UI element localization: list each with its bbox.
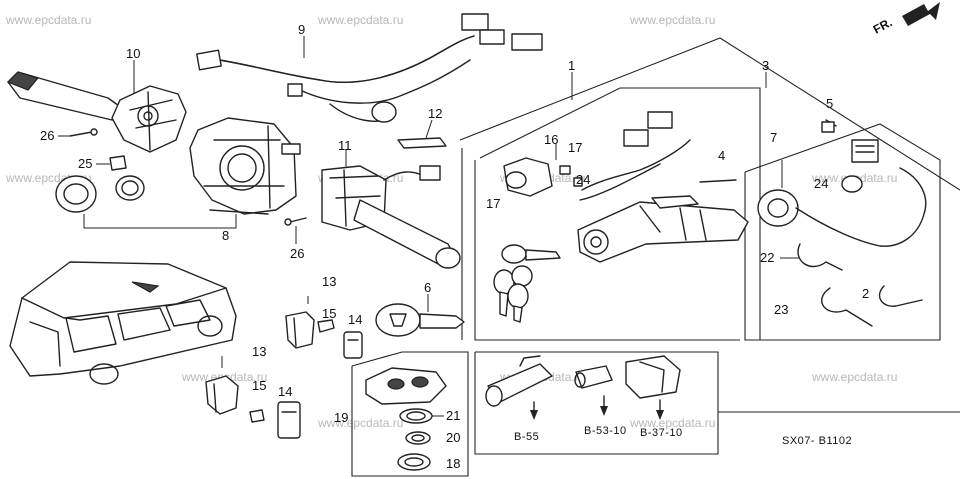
watermark-text: www.epcdata.ru [629, 13, 715, 27]
immobilizer-assembly [757, 119, 927, 327]
callout-number: 21 [446, 408, 460, 423]
front-arrow-icon [902, 2, 940, 26]
callout-number: 17 [568, 140, 582, 155]
callout-number: 26 [290, 246, 304, 261]
watermark-text: www.epcdata.ru [5, 13, 91, 27]
assembly-7-frame [744, 123, 941, 341]
reference-arrow-icon [656, 410, 664, 420]
wiper-switch [321, 150, 461, 269]
key-shell-frame [351, 351, 469, 477]
watermark-text: www.epcdata.ru [317, 13, 403, 27]
reference-code: B-55 [514, 431, 539, 443]
reference-codes: B-55 B-53-10 B-37-10 SX07- B1102 [514, 425, 852, 447]
callout-number: 8 [222, 228, 229, 243]
reference-code: B-53-10 [584, 425, 627, 437]
callout-number: 17 [486, 196, 500, 211]
label-plate [397, 119, 447, 149]
watermark-text: www.epcdata.ru [629, 416, 715, 430]
door-lock-cylinder-upper [285, 296, 363, 359]
callout-number: 14 [348, 312, 362, 327]
callout-number: 18 [446, 456, 460, 471]
reference-arrow-icon [530, 410, 538, 420]
diagram-code: SX07- B1102 [782, 435, 852, 447]
callout-number: 20 [446, 430, 460, 445]
callout-number: 12 [428, 106, 442, 121]
callout-number: 3 [762, 58, 769, 73]
key-shell-rings [365, 367, 447, 471]
callout-number: 16 [544, 132, 558, 147]
callout-number: 13 [252, 344, 266, 359]
reference-parts [485, 355, 681, 420]
callout-number: 26 [40, 128, 54, 143]
callout-number: 24 [814, 176, 828, 191]
callout-number: 11 [338, 138, 352, 153]
assembly-3-frame-left [474, 160, 740, 341]
reference-frame [474, 351, 719, 455]
callout-number: 4 [718, 148, 725, 163]
wire-harness [196, 13, 543, 123]
watermark-text: www.epcdata.ru [811, 370, 897, 384]
ignition-lock-assembly [503, 111, 749, 263]
callout-number: 1 [568, 58, 575, 73]
assembly-frames [351, 37, 960, 477]
callout-number: 23 [774, 302, 788, 317]
assembly-1-frame-top [459, 37, 960, 191]
callout-number: 5 [826, 96, 833, 111]
ignition-key [375, 294, 465, 337]
callout-number: 15 [252, 378, 266, 393]
vehicle-illustration [9, 261, 237, 385]
horn-contact-rings [55, 175, 237, 229]
callout-number: 6 [424, 280, 431, 295]
key-set [493, 244, 561, 323]
callout-number: 25 [78, 156, 92, 171]
reference-code: B-37-10 [640, 427, 683, 439]
front-label: FR. [871, 15, 895, 36]
callout-number: 10 [126, 46, 140, 61]
front-direction-indicator: FR. [871, 2, 940, 37]
callout-number: 15 [322, 306, 336, 321]
watermark-group: www.epcdata.ru www.epcdata.ru www.epcdat… [5, 13, 897, 430]
callout-number: 2 [862, 286, 869, 301]
callout-number: 22 [760, 250, 774, 265]
reference-arrow-icon [600, 406, 608, 416]
callout-number: 19 [334, 410, 348, 425]
callout-number: 14 [278, 384, 292, 399]
watermark-text: www.epcdata.ru [317, 416, 403, 430]
combination-switch-lever [6, 60, 187, 153]
door-lock-cylinder-lower [205, 356, 301, 439]
callout-number: 24 [576, 172, 590, 187]
callout-labels: 1 2 3 4 5 6 7 8 9 10 11 12 13 13 14 14 1… [40, 22, 869, 471]
callout-number: 9 [298, 22, 305, 37]
cable-reel-body [189, 117, 301, 215]
callout-number: 7 [770, 130, 777, 145]
screws-left [58, 128, 307, 244]
callout-number: 13 [322, 274, 336, 289]
